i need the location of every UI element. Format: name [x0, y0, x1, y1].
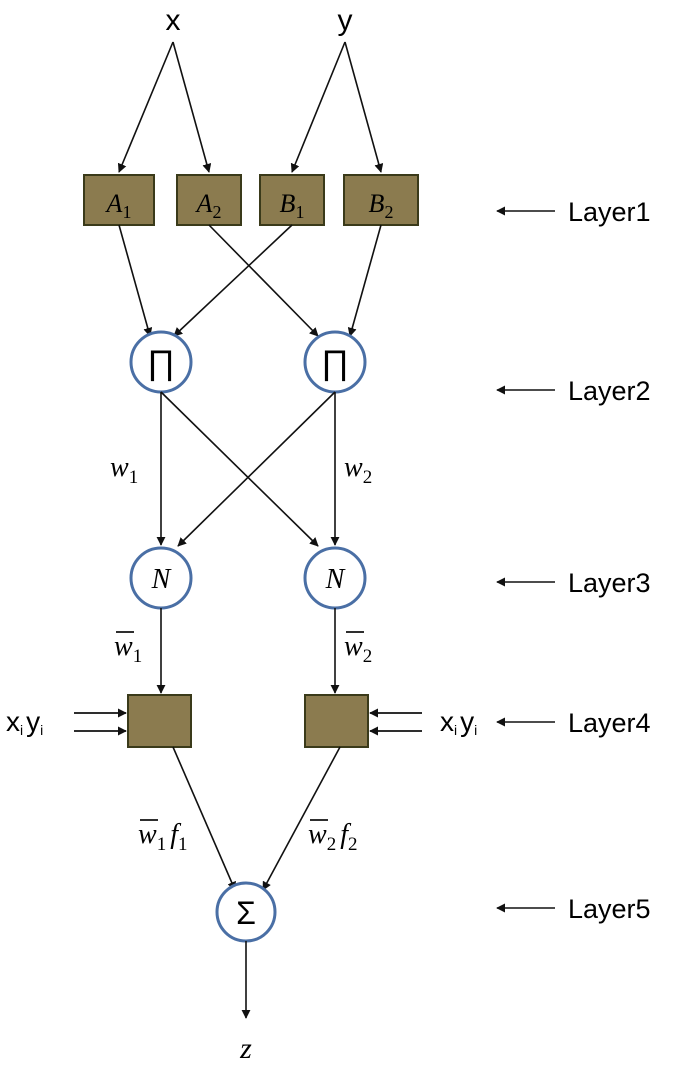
layer4-node-left [127, 694, 192, 748]
layer2-right-symbol: ∏ [321, 344, 349, 382]
layer3-left-symbol: N [151, 564, 172, 595]
layer3-node-right: N [303, 546, 367, 610]
w1bar-base: w [114, 631, 133, 662]
layer3-node-left: N [129, 546, 193, 610]
b1-sub: 1 [295, 202, 304, 222]
layer1-node-a2: A2 [176, 174, 242, 226]
layer1-nodes: A1 A2 B1 B2 [83, 174, 419, 226]
svg-text:w1: w1 [114, 631, 142, 667]
layer5-node: Σ [215, 881, 277, 943]
b1-base: B [280, 189, 296, 218]
layer4-node-right [304, 694, 369, 748]
layer2-node-right: ∏ [303, 330, 367, 394]
b2-base: B [369, 189, 385, 218]
layer4-right-input-arrows [369, 708, 422, 736]
svg-text:w2: w2 [344, 631, 372, 667]
a2-sub: 2 [212, 202, 221, 222]
edges-layer2-layer3 [156, 391, 340, 547]
a1-sub: 1 [122, 202, 131, 222]
layer-label-2: Layer2 [568, 376, 651, 406]
weight-w2-label: w2 [344, 452, 372, 488]
layer-label-1: Layer1 [568, 197, 651, 227]
layer2-node-left: ∏ [129, 330, 193, 394]
layer1-node-a1: A1 [83, 174, 155, 226]
layer4-left-input-arrows [74, 708, 127, 736]
svg-text:B1: B1 [280, 189, 305, 222]
svg-text:B2: B2 [369, 189, 394, 222]
svg-text:A2: A2 [195, 189, 222, 222]
layer-label-4: Layer4 [568, 708, 651, 738]
svg-text:A1: A1 [105, 189, 132, 222]
norm-weight-w2bar-label: w2 [344, 631, 372, 667]
input-x-label: x [166, 4, 181, 37]
edges-layer4-layer5 [172, 746, 341, 891]
layer2-left-symbol: ∏ [147, 344, 175, 382]
edges-input-layer1 [117, 41, 384, 173]
layer-label-5: Layer5 [568, 894, 651, 924]
input-y-label: y [338, 4, 353, 37]
weight-w1-label: w1 [110, 452, 138, 488]
layer1-node-b2: B2 [343, 174, 419, 226]
edges-layer3-layer4 [156, 608, 340, 694]
layer1-node-b1: B1 [259, 174, 325, 226]
norm-weight-w1bar-label: w1 [114, 631, 142, 667]
w2bar-sub: 2 [363, 646, 373, 667]
a1-base: A [105, 189, 123, 218]
layer-indicators [496, 206, 555, 913]
edges-layer1-layer2 [118, 224, 382, 337]
a2-base: A [195, 189, 213, 218]
layer3-right-symbol: N [325, 564, 346, 595]
layer5-symbol: Σ [236, 895, 256, 931]
w2bar-base: w [344, 631, 363, 662]
output-z-label: z [239, 1032, 252, 1065]
layer-label-3: Layer3 [568, 568, 651, 598]
w1bar-sub: 1 [133, 646, 143, 667]
b2-sub: 2 [384, 202, 393, 222]
